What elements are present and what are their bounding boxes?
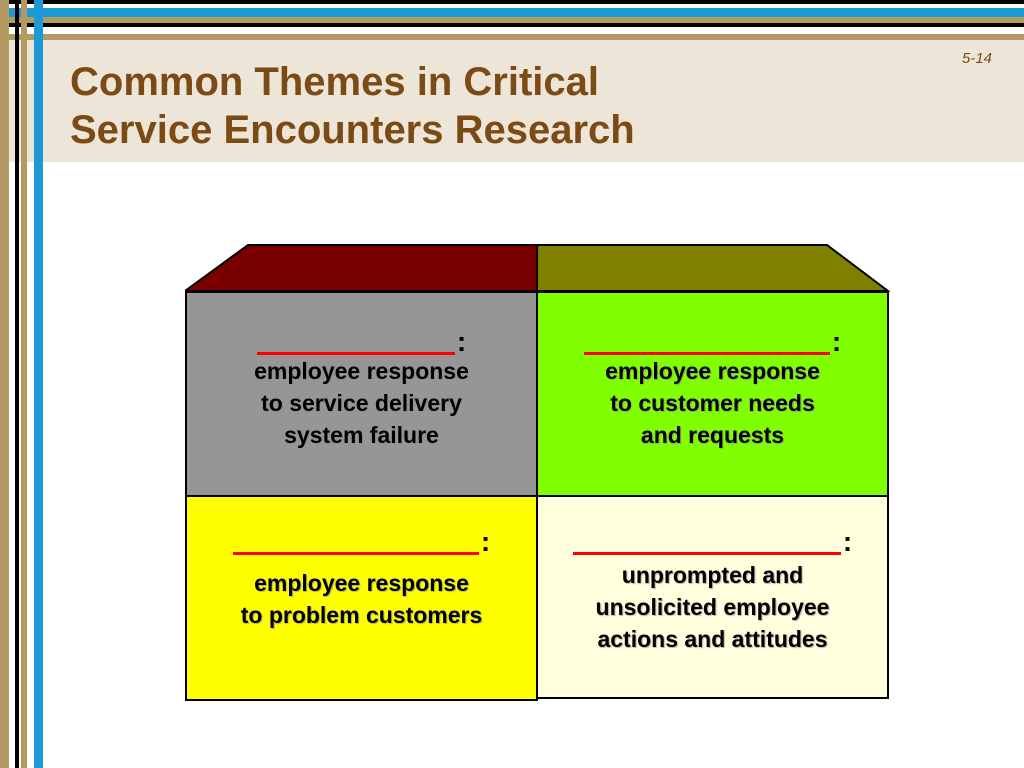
theme-blank-bottom-right: : bbox=[572, 526, 853, 557]
blank-colon: : bbox=[831, 326, 842, 357]
quadrant-top-right: : employee response to customer needs an… bbox=[536, 291, 889, 497]
band-rule-tan bbox=[0, 34, 1024, 40]
top-rule-black-2 bbox=[0, 23, 1024, 27]
quadrant-description: employee response to service delivery sy… bbox=[254, 358, 469, 448]
quadrant-description: employee response to customer needs and … bbox=[605, 358, 820, 448]
left-rule-blue bbox=[34, 0, 43, 768]
blank-colon: : bbox=[456, 326, 467, 357]
quadrant-bottom-left: : employee response to problem customers bbox=[185, 495, 538, 701]
slide-number: 5-14 bbox=[962, 50, 993, 67]
left-rule-tan-2 bbox=[21, 0, 27, 768]
top-rule-tan bbox=[0, 17, 1024, 23]
blank-colon: : bbox=[480, 526, 491, 557]
blank-colon: : bbox=[842, 526, 853, 557]
slide-title-line-1: Common Themes in Critical bbox=[70, 60, 599, 104]
title-band bbox=[0, 40, 1024, 162]
quadrant-top-left: : employee response to service delivery … bbox=[185, 291, 538, 497]
left-rule-black bbox=[15, 0, 19, 768]
top-rule-blue bbox=[0, 8, 1024, 17]
blank-underline bbox=[256, 332, 455, 355]
theme-blank-top-left: : bbox=[256, 326, 467, 357]
blank-underline bbox=[572, 532, 841, 555]
top-left-face bbox=[185, 244, 538, 292]
blank-underline bbox=[583, 332, 830, 355]
left-rule-tan bbox=[0, 0, 9, 768]
slide-title: Common Themes in Critical Service Encoun… bbox=[70, 58, 635, 154]
cube-top-faces bbox=[185, 244, 890, 292]
top-rule-black bbox=[0, 0, 1024, 4]
theme-blank-bottom-left: : bbox=[232, 526, 491, 557]
quadrant-description: employee response to problem customers bbox=[240, 570, 483, 628]
slide-title-line-2: Service Encounters Research bbox=[70, 108, 635, 152]
top-right-face bbox=[536, 244, 890, 292]
blank-underline bbox=[232, 532, 479, 555]
quadrant-bottom-right: : unprompted and unsolicited employee ac… bbox=[536, 495, 889, 699]
quadrant-description: unprompted and unsolicited employee acti… bbox=[595, 562, 830, 652]
theme-blank-top-right: : bbox=[583, 326, 842, 357]
